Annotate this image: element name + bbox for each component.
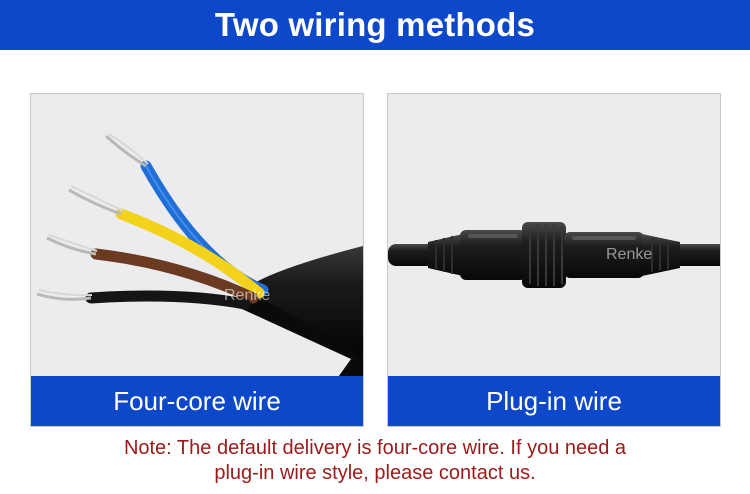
header-bar: Two wiring methods — [0, 0, 750, 50]
caption-bar: Four-core wire — [31, 376, 363, 426]
watermark: Renke — [224, 287, 271, 304]
note-line-1: Note: The default delivery is four-core … — [123, 437, 627, 459]
page-title: Two wiring methods — [214, 6, 536, 43]
waterproof-connector-photo — [388, 94, 720, 380]
watermark: Renke — [606, 246, 653, 263]
plug-in-caption: Plug-in wire — [486, 385, 622, 416]
note-line-2: plug-in wire style, please contact us. — [214, 462, 536, 484]
four-core-caption: Four-core wire — [113, 385, 281, 416]
delivery-note: Note: The default delivery is four-core … — [0, 436, 750, 486]
caption-bar: Plug-in wire — [388, 376, 720, 426]
plug-in-panel: Renke Plug-in wire — [387, 93, 721, 427]
four-core-cable-photo — [31, 94, 363, 380]
four-core-panel: Renke Four-core wire — [30, 93, 364, 427]
